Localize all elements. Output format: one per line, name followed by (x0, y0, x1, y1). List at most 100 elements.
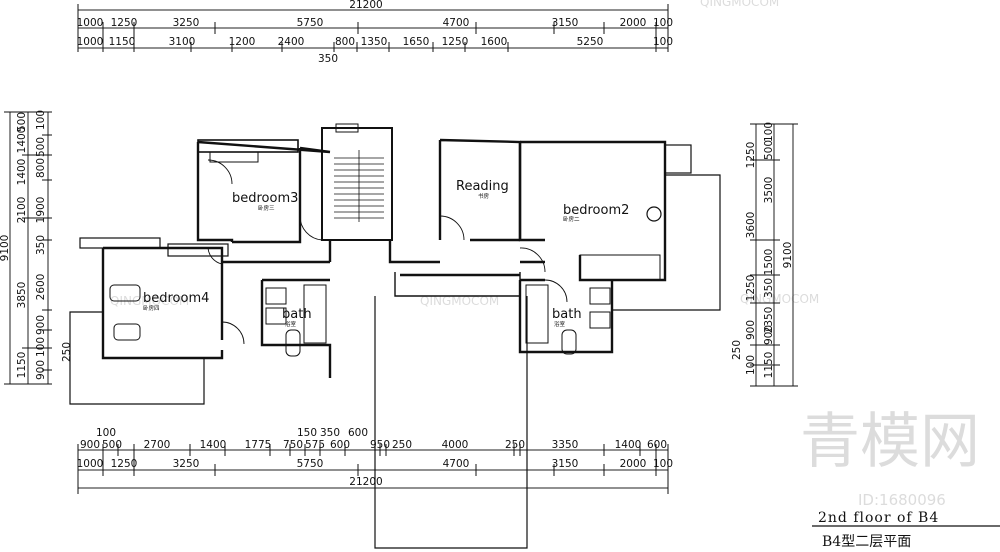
dim-label: 3100 (169, 36, 196, 48)
dim-label: 3150 (552, 17, 579, 29)
dim-label: 1400 (16, 159, 28, 186)
room-label-bedroom3-cn: 卧房三 (258, 204, 275, 212)
dim-left-total: 9100 (0, 235, 11, 262)
dim-label: 1775 (245, 439, 272, 451)
dim-label: 1000 (77, 458, 104, 470)
room-label-bath-left-cn: 浴室 (285, 320, 297, 328)
dim-label: 1600 (481, 36, 508, 48)
dim-label: 950 (370, 439, 390, 451)
dim-label: 100 (653, 458, 673, 470)
room-label-bedroom4: bedroom4 (143, 291, 209, 306)
dim-label: 1150 (109, 36, 136, 48)
dim-label: 1650 (403, 36, 430, 48)
dim-label: 500 (763, 140, 775, 160)
dim-label: 3250 (173, 458, 200, 470)
watermark-site: QINGMOCOM (110, 294, 189, 308)
dim-bottom-total: 21200 (349, 476, 382, 488)
room-labels: bedroom3 卧房三 Reading 书房 bedroom2 卧房二 bed… (143, 179, 629, 328)
watermark-id: ID:1680096 (858, 491, 946, 509)
dim-top-total: 21200 (349, 0, 382, 11)
room-label-bedroom3: bedroom3 (232, 191, 298, 206)
dim-label: 4700 (443, 458, 470, 470)
dim-label: 3150 (552, 458, 579, 470)
dim-label: 1400 (200, 439, 227, 451)
dim-label: 1250 (442, 36, 469, 48)
dim-label: 350 (763, 278, 775, 298)
room-label-bath-right: bath (552, 307, 582, 322)
title-block: 2nd floor of B4 B4型二层平面 (812, 510, 1000, 550)
dim-label: 100 (745, 355, 757, 375)
dim-label: 600 (330, 439, 350, 451)
dim-right-total: 9100 (782, 242, 794, 269)
dim-label: 1150 (763, 352, 775, 379)
dim-label: 350 (35, 235, 47, 255)
dim-label: 350 (318, 53, 338, 65)
right-dimensions: 9100 1250 3500 1500 1250 350 900 250 115… (731, 122, 798, 387)
dim-label: 1400 (16, 127, 28, 154)
dim-label: 750 (283, 439, 303, 451)
dim-label: 5250 (577, 36, 604, 48)
dim-label: 1000 (77, 17, 104, 29)
dim-label: 500 (16, 112, 28, 132)
left-dimensions: 9100 1400 2100 3850 1150 100 500 800 190… (0, 110, 73, 385)
room-label-reading-cn: 书房 (478, 192, 490, 200)
dim-label: 800 (35, 158, 47, 178)
bottom-dimensions: 100 150 350 600 900 500 2700 1400 1775 7… (77, 427, 673, 494)
dim-label: 575 (305, 439, 325, 451)
dim-label: 500 (35, 137, 47, 157)
dim-label: 100 (96, 427, 116, 439)
dim-label: 2350 (763, 307, 775, 334)
watermark-brand: 青模网 (800, 407, 980, 477)
dim-label: 5750 (297, 17, 324, 29)
dim-label: 2400 (278, 36, 305, 48)
dim-label: 250 (61, 342, 73, 362)
dim-label: 3600 (745, 212, 757, 239)
dim-label: 250 (392, 439, 412, 451)
dim-label: 3850 (16, 282, 28, 309)
dim-label: 900 (763, 325, 775, 345)
room-label-reading: Reading (456, 179, 509, 194)
dim-label: 900 (35, 315, 47, 335)
dim-label: 100 (35, 110, 47, 130)
walls (69, 123, 721, 549)
dim-label: 1250 (111, 17, 138, 29)
dim-label: 1350 (361, 36, 388, 48)
room-label-bath-left: bath (282, 307, 312, 322)
dim-label: 1250 (111, 458, 138, 470)
dim-label: 500 (102, 439, 122, 451)
dim-label: 1000 (77, 36, 104, 48)
dim-label: 5750 (297, 458, 324, 470)
dim-label: 100 (653, 36, 673, 48)
dim-label: 900 (35, 360, 47, 380)
dim-label: 1150 (16, 352, 28, 379)
dim-label: 800 (335, 36, 355, 48)
dim-label: 600 (348, 427, 368, 439)
dim-label: 600 (647, 439, 667, 451)
drawing-title: 2nd floor of B4 (818, 510, 939, 526)
room-label-bedroom2-cn: 卧房二 (563, 215, 580, 223)
dim-label: 100 (653, 17, 673, 29)
dim-label: 3500 (763, 177, 775, 204)
dim-label: 2100 (16, 197, 28, 224)
watermark-site: QINGMOCOM (700, 0, 779, 9)
dim-label: 2000 (620, 17, 647, 29)
dim-label: 250 (505, 439, 525, 451)
dim-label: 1500 (763, 249, 775, 276)
dim-label: 1900 (35, 197, 47, 224)
room-label-bath-right-cn: 浴室 (554, 320, 566, 328)
dim-label: 900 (745, 320, 757, 340)
dim-label: 1250 (745, 142, 757, 169)
dim-label: 4700 (443, 17, 470, 29)
room-label-bedroom2: bedroom2 (563, 203, 629, 218)
dim-label: 1250 (745, 275, 757, 302)
dim-label: 4000 (442, 439, 469, 451)
dim-label: 100 (35, 337, 47, 357)
dim-label: 3250 (173, 17, 200, 29)
top-dimensions: 21200 1000 1250 3250 5750 4700 3150 2000… (77, 0, 673, 65)
dim-label: 3350 (552, 439, 579, 451)
dim-label: 900 (80, 439, 100, 451)
dim-label: 2600 (35, 274, 47, 301)
dim-label: 2000 (620, 458, 647, 470)
dim-label: 150 (297, 427, 317, 439)
